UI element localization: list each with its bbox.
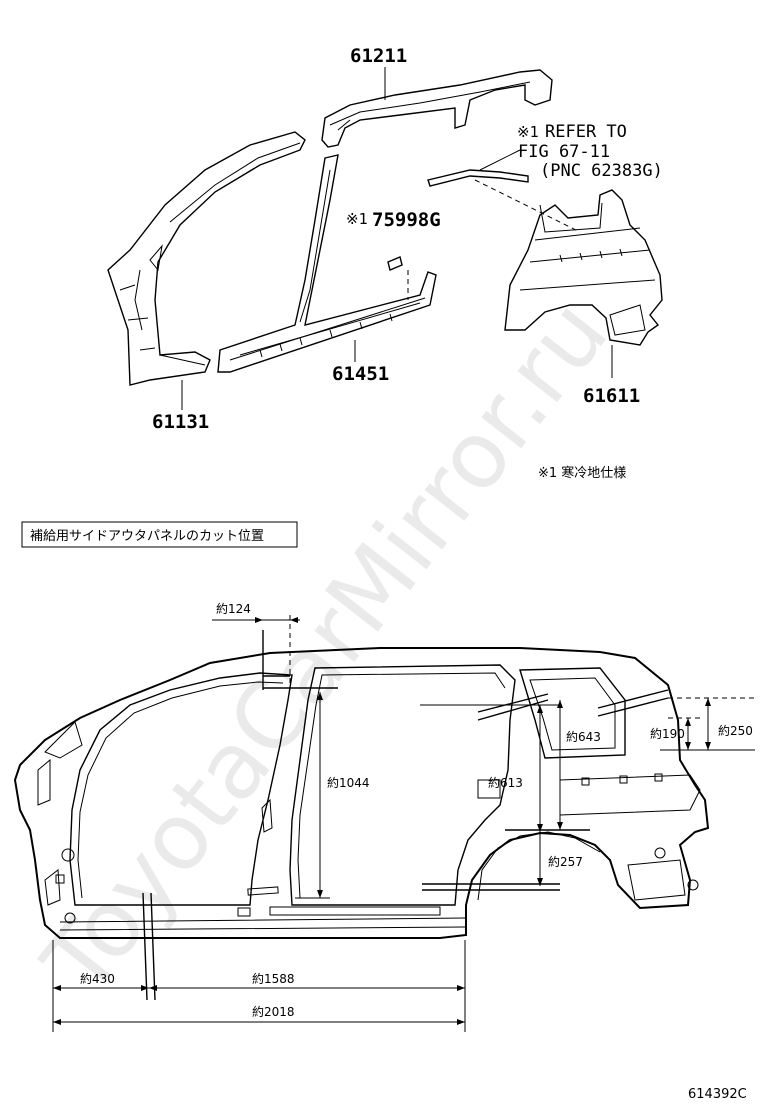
dim-2018: 約2018 [252,1004,295,1019]
refer-part-62383g[interactable] [427,169,529,187]
part-number-75998g[interactable]: 75998G [372,209,441,231]
mark-refer: ※1 [517,123,539,141]
dim-190: 約190 [650,726,685,741]
dim-124: 約124 [216,601,251,616]
refer-text-line1: REFER TO [545,122,627,142]
cold-spec-note: ※1 寒冷地仕様 [538,465,626,481]
part-number-61611[interactable]: 61611 [583,385,640,407]
leader-refer-dashed [474,179,581,233]
roof-side-rail[interactable] [321,69,553,148]
dim-430: 約430 [80,971,115,986]
dim-1044: 約1044 [327,775,370,790]
center-pillar-rocker[interactable] [217,154,437,373]
part-number-61131[interactable]: 61131 [152,411,209,433]
rocker-slot [269,906,441,916]
dim-250: 約250 [718,723,753,738]
cut-lines [142,615,755,1001]
dim-1588: 約1588 [252,971,295,986]
part-number-61211[interactable]: 61211 [350,45,407,67]
dim-643: 約643 [566,729,601,744]
mark-75998g: ※1 [346,210,368,228]
watermark: ToyotaCarMirror.ru [22,281,628,1015]
side-outer-panel[interactable] [13,647,710,939]
refer-text-line3: (PNC 62383G) [540,161,663,181]
leader-refer [479,149,521,171]
figure-code: 614392C [688,1087,747,1102]
quarter-panel[interactable] [504,189,663,346]
cut-section-title: 補給用サイドアウタパネルのカット位置 [30,529,264,544]
seal-75998g[interactable] [387,256,403,271]
front-pillar-panel[interactable] [107,131,306,386]
refer-text-line2: FIG 67-11 [518,142,610,162]
dim-257: 約257 [548,854,583,869]
dim-613: 約613 [488,775,523,790]
part-number-61451[interactable]: 61451 [332,363,389,385]
cut-section-title-box [21,521,298,548]
dimension-lines [52,617,711,1032]
